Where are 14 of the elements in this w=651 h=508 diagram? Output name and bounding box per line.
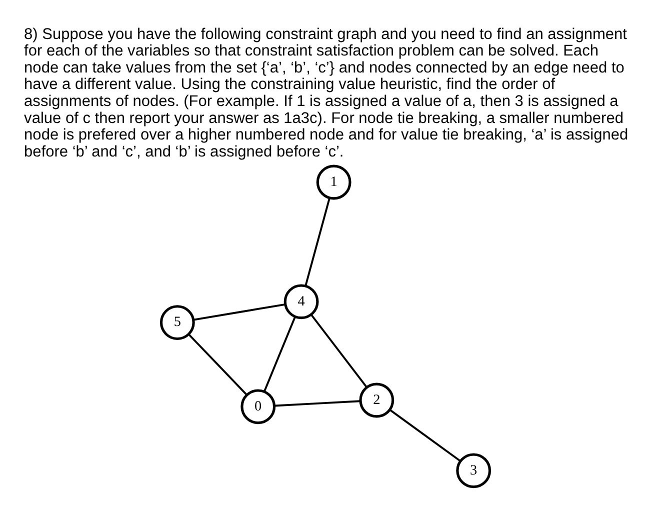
- connector: [274, 400, 360, 407]
- diagram-title: 8) Suppose you have the following constraint graph and you need to find an assignment for each of the variables so that constraint satisfaction problem can be solved. Each node can take values from the set {‘a’, ‘b’, ‘c’} and nodes connected by an edge need to have a different value. Using the constraining value heuristic, find the order of assignments of nodes. (For example. If 1 is assigned a value of a, then 3 is assigned a value of c then report your answer as 1a3c). For node tie breaking, a smaller numbered node is prefered over a higher numbered node and for value tie breaking, ‘a’ is assigned before ‘b’ and ‘c’, and ‘b’ is assigned before ‘c’.: [24, 26, 628, 160]
- connector: [263, 316, 296, 392]
- node-circle: 4: [284, 284, 319, 320]
- connector: [389, 409, 461, 462]
- node-circle: 5: [160, 305, 195, 340]
- node-circle: 2: [359, 382, 394, 418]
- connector: [310, 314, 368, 388]
- connector: [193, 303, 286, 321]
- connector: [304, 198, 330, 286]
- connector: [188, 334, 248, 396]
- node-circle: 3: [456, 453, 492, 488]
- node-circle: 0: [240, 389, 276, 424]
- node-circle: 1: [316, 164, 352, 200]
